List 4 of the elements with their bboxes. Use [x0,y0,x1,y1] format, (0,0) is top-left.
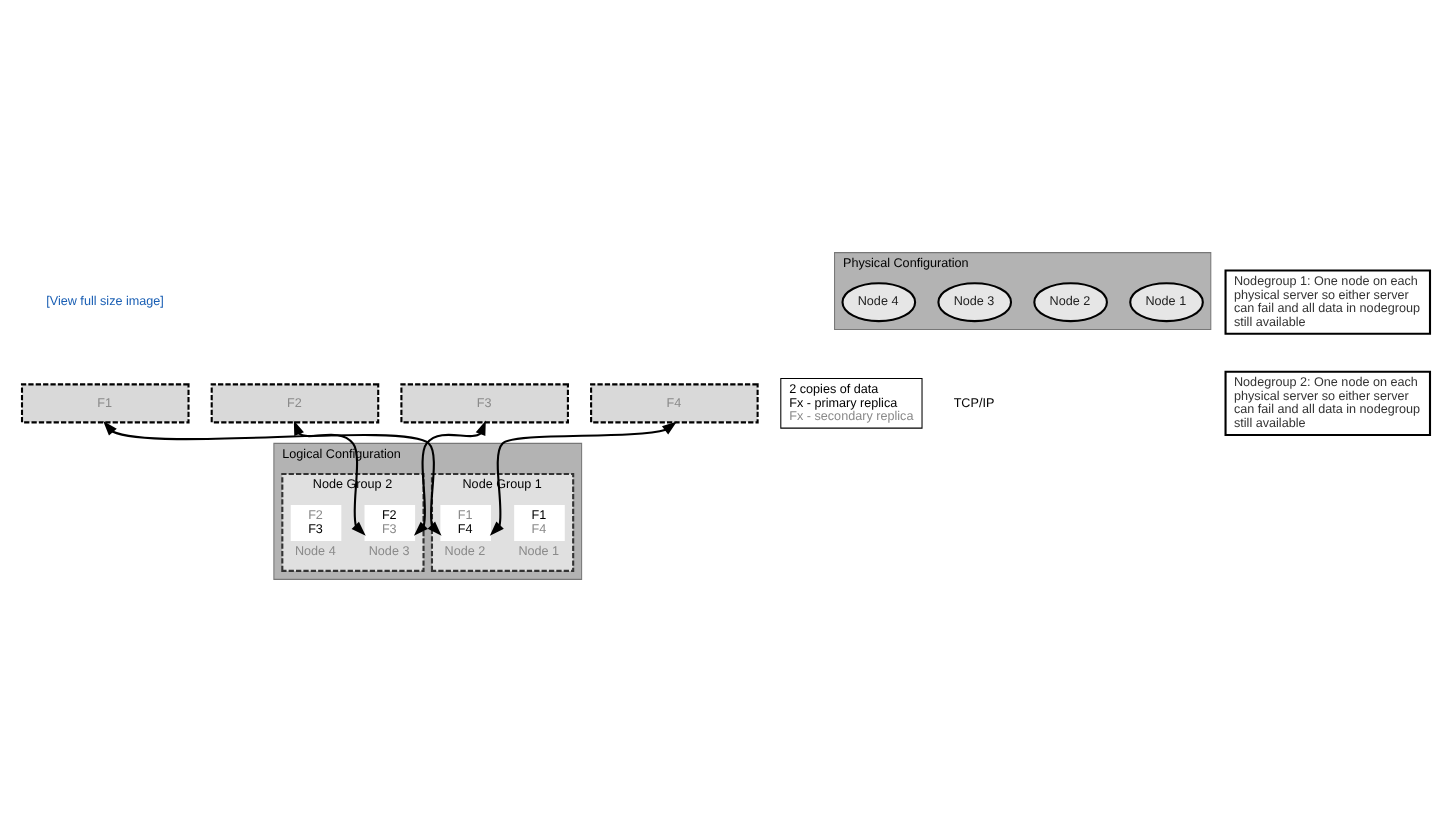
arrow [413,420,486,536]
arrow [293,420,366,536]
arrow [489,421,677,536]
arrow [103,420,442,536]
